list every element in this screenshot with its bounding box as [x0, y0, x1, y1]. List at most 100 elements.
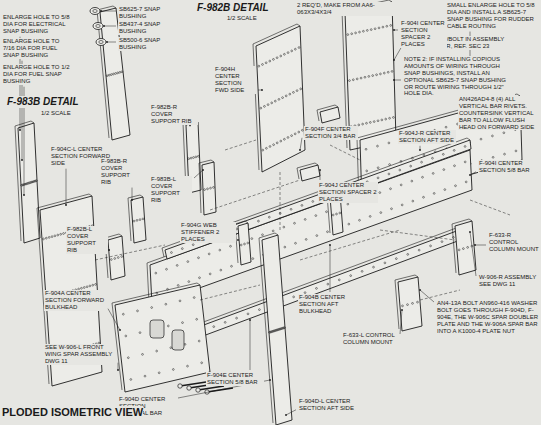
rivet-hole	[294, 48, 296, 50]
rivet-hole	[269, 60, 271, 62]
leader-line	[101, 11, 116, 12]
rivet-hole	[289, 93, 291, 95]
assembly-line	[225, 140, 256, 150]
part-outline	[18, 123, 40, 243]
leader-dot	[23, 194, 25, 196]
rivet-hole	[364, 76, 366, 78]
rivet-hole	[376, 74, 378, 76]
leader-dot	[249, 319, 251, 321]
rivet-hole	[267, 104, 269, 106]
part-callout: F-983B-L COVER SUPPORT RIB	[150, 176, 192, 204]
rivet-hole	[81, 287, 83, 289]
rivet-hole	[412, 200, 414, 202]
rivet-hole	[36, 180, 38, 182]
leader-dot	[299, 149, 301, 151]
rivet-hole	[172, 369, 174, 371]
rivet-hole	[388, 173, 390, 175]
rivet-hole	[384, 262, 386, 264]
rivet-hole	[316, 287, 318, 289]
part-callout: SB625-7 SNAP BUSHING	[118, 6, 190, 20]
rivet-hole	[336, 213, 338, 215]
rivet-hole	[316, 235, 318, 237]
rivet-hole	[262, 64, 264, 66]
leader-dot	[469, 174, 471, 176]
rivet-hole	[391, 208, 393, 210]
rivet-hole	[258, 220, 260, 222]
rivet-hole	[339, 212, 341, 214]
rivet-hole	[389, 117, 391, 119]
leader-dot	[237, 239, 239, 241]
rivet-hole	[278, 329, 280, 331]
rivet-hole	[464, 146, 466, 148]
rivet-hole	[208, 253, 210, 255]
rivet-hole	[262, 234, 264, 236]
rivet-hole	[407, 304, 409, 306]
rivet-hole	[366, 30, 368, 32]
leader-dot	[103, 25, 105, 27]
snap-bushing-bore	[99, 41, 103, 44]
part-edge	[395, 275, 418, 329]
leader-dot	[469, 231, 471, 233]
rivet-hole	[369, 216, 371, 218]
snap-bushing-bore	[96, 25, 100, 28]
rivet-hole	[455, 185, 457, 187]
rivet-hole	[282, 97, 284, 99]
rivet-hole	[362, 30, 364, 32]
rivet-hole	[139, 332, 141, 334]
rivet-hole	[294, 133, 296, 135]
assembly-line	[210, 180, 300, 210]
rivet-hole	[220, 269, 222, 271]
rivet-hole	[240, 244, 242, 246]
snap-bushing	[96, 39, 106, 46]
rivet-hole	[380, 73, 382, 75]
rivet-hole	[301, 204, 303, 206]
leader-line	[66, 169, 67, 205]
bolt-head	[196, 388, 200, 392]
rivet-hole	[454, 165, 456, 167]
rivet-hole	[362, 123, 364, 125]
part-callout: AN4-13A BOLT AN960-416 WASHER BOLT GOES …	[436, 300, 540, 334]
rivet-hole	[378, 27, 380, 29]
part-outline	[108, 236, 125, 280]
rivet-hole	[432, 157, 434, 159]
bolt-head	[187, 386, 191, 390]
part-callout: F-904J CENTER SECTION SPACER 2 PLACES	[318, 182, 378, 203]
rivet-hole	[399, 169, 401, 171]
rivet-hole	[300, 88, 302, 90]
rivet-hole	[377, 145, 379, 147]
leader-line	[108, 309, 120, 330]
part-callout: F-904J-R CENTER SECTION AFT SIDE	[398, 130, 456, 144]
part-callout: F-982B-R COVER SUPPORT RIB	[150, 104, 198, 125]
rivet-hole	[467, 246, 469, 248]
rivet-hole	[181, 248, 183, 250]
rivet-hole	[274, 330, 276, 332]
part-callout: SB437-4 SNAP BUSHING	[118, 21, 190, 35]
rivet-hole	[386, 25, 388, 27]
rivet-hole	[350, 275, 352, 277]
leader-dot	[419, 149, 421, 151]
assembly-line	[200, 285, 260, 300]
rivet-hole	[395, 258, 397, 260]
rivet-hole	[291, 50, 293, 52]
rivet-hole	[338, 279, 340, 281]
rivet-hole	[458, 249, 460, 251]
rivet-hole	[89, 285, 91, 287]
rivet-hole	[244, 243, 246, 245]
rivet-hole	[382, 26, 384, 28]
leader-dot	[100, 10, 102, 12]
rivet-hole	[349, 80, 351, 82]
rivet-hole	[156, 350, 158, 352]
rivet-hole	[453, 149, 455, 151]
rivet-hole	[390, 25, 392, 27]
part-callout: F-633-R CONTROL COLUMN MOUNT	[488, 232, 540, 253]
rivet-hole	[503, 132, 505, 134]
part-edge	[128, 195, 143, 241]
rivet-hole	[230, 245, 232, 247]
rivet-hole	[195, 156, 197, 158]
detail-heading: F-983B DETAIL	[6, 96, 80, 108]
rivet-hole	[418, 249, 420, 251]
rivet-hole	[352, 79, 354, 81]
part-callout: AN426AD4-8 (4) ALL VERTICAL BAR RIVETS. …	[458, 96, 540, 130]
rivet-hole	[492, 135, 494, 137]
rivet-hole	[251, 238, 253, 240]
